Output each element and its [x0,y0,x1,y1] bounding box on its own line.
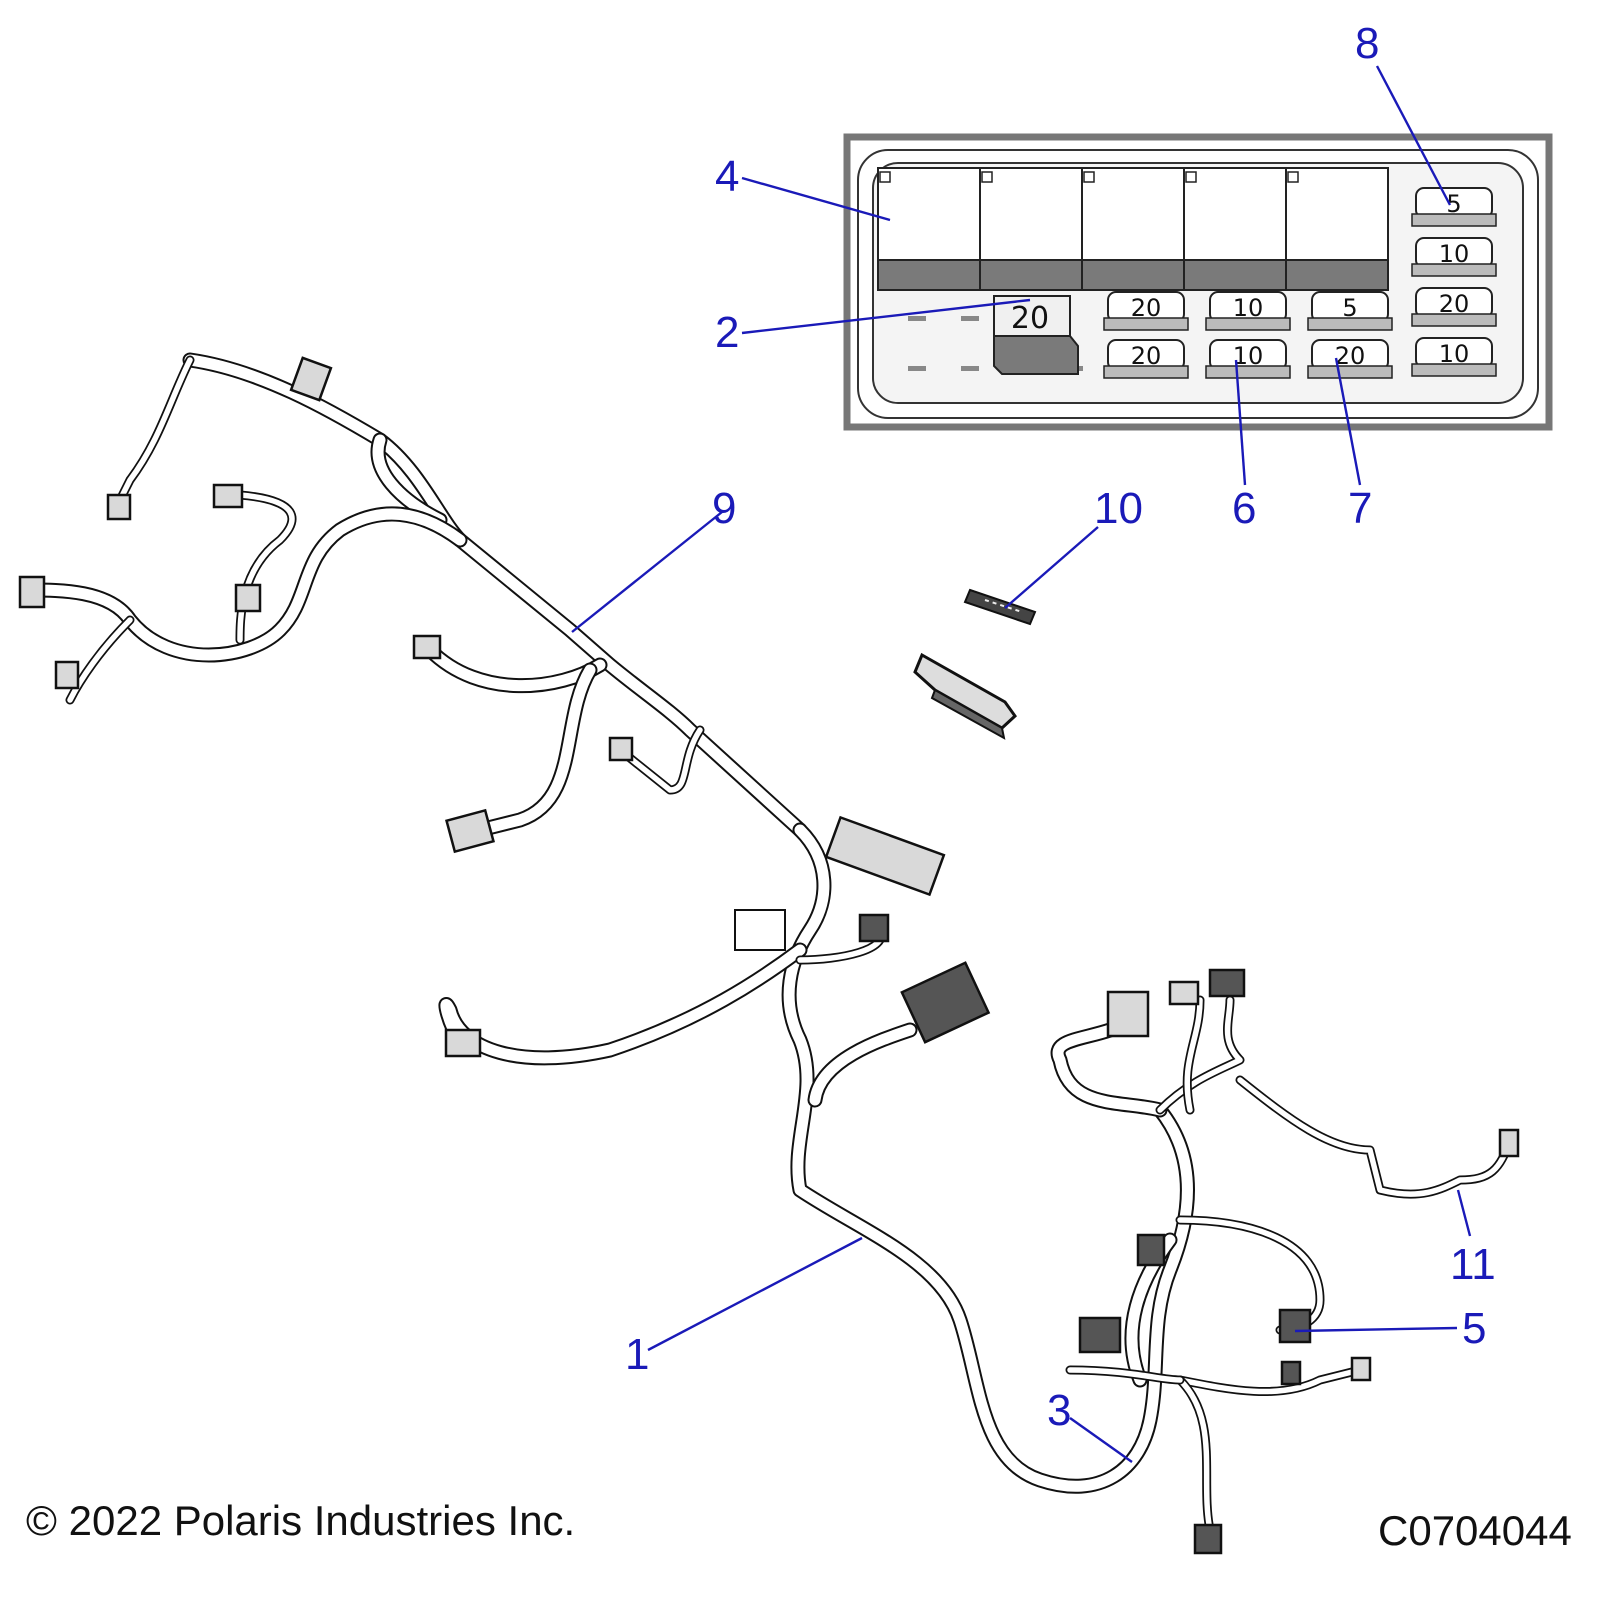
fuse-value: 20 [1131,294,1162,322]
connector [289,356,333,402]
connector [1498,1128,1520,1158]
connector [54,660,80,690]
callout-4: 4 [715,152,739,201]
fuse: 20 [1103,339,1189,379]
connector [445,808,495,854]
connector [1280,1360,1302,1386]
fuse: 5 [1411,187,1497,227]
fuse: 10 [1205,339,1291,379]
connector [858,913,890,943]
connector [1078,1316,1122,1354]
relay [1183,167,1287,291]
connector [1278,1308,1312,1344]
connector [1193,1523,1223,1555]
callouts: 8 4 2 6 7 9 10 1 3 5 11 [571,19,1496,1463]
harness-connectors [18,356,1520,1555]
connector [734,909,786,951]
fuse-value: 10 [1233,342,1264,370]
connector [1106,990,1150,1038]
fuse-value: 20 [1335,342,1366,370]
fuse: 10 [1411,337,1497,377]
callout-3: 3 [1047,1386,1071,1435]
fuse-box-cover [913,652,1017,740]
fuse: 20 [1103,291,1189,331]
callout-11: 11 [1450,1240,1496,1289]
fuse-box-label-strip [963,588,1037,626]
fuse: 20 [1307,339,1393,379]
callout-6: 6 [1232,484,1256,533]
callout-8: 8 [1355,19,1379,68]
fuse: 10 [1411,237,1497,277]
fuse-value: 20 [1131,342,1162,370]
fuse-block-housing [824,815,946,897]
fuse-value: 10 [1439,240,1470,268]
fuse-value: 5 [1342,294,1357,322]
relay-row [877,167,1389,291]
relay [1081,167,1185,291]
maxi-fuse: 20 [993,295,1079,375]
connector [412,634,442,660]
fuse-value: 5 [1446,190,1461,218]
connector [234,583,262,613]
relay [1285,167,1389,291]
connector [1168,980,1200,1006]
fuse-value: 20 [1439,290,1470,318]
connector [1350,1356,1372,1382]
callout-2: 2 [715,308,739,357]
maxi-fuse-value: 20 [1011,301,1049,336]
connector [608,736,634,762]
connector [212,483,244,509]
fuse-box-inset: 20 20 10 5 20 10 [843,133,1553,431]
fuse: 5 [1307,291,1393,331]
fuse-value: 10 [1439,340,1470,368]
connector [18,575,46,609]
copyright-notice: © 2022 Polaris Industries Inc. [26,1497,576,1544]
callout-1: 1 [625,1330,649,1379]
connector [1208,968,1246,998]
figure-id: C0704044 [1378,1507,1572,1554]
relay [877,167,981,291]
callout-10: 10 [1094,484,1143,533]
fuse: 10 [1205,291,1291,331]
fuse: 20 [1411,287,1497,327]
wire-harness [22,352,1515,1535]
connector [444,1028,482,1058]
connector [1136,1233,1166,1267]
ecu-connector [900,961,991,1044]
fuse-value: 10 [1233,294,1264,322]
connector [106,493,132,521]
callout-5: 5 [1462,1304,1486,1353]
callout-7: 7 [1348,484,1372,533]
relay [979,167,1083,291]
callout-9: 9 [712,484,736,533]
